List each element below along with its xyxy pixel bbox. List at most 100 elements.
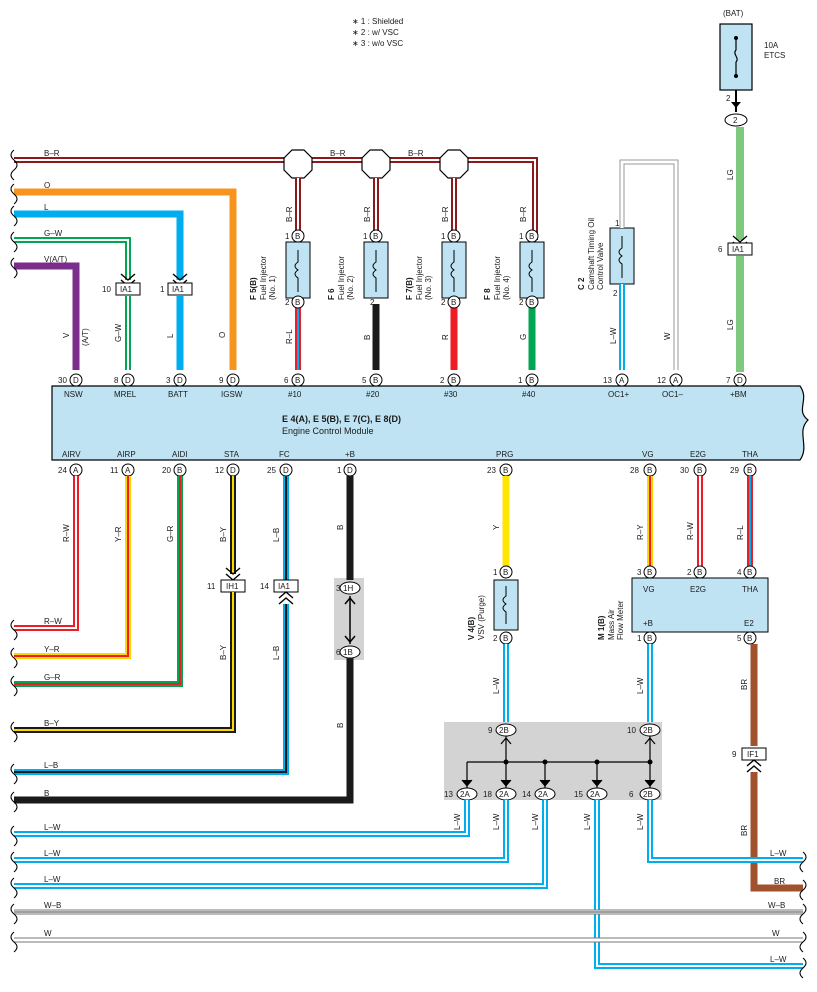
wire-label-lw: L–W <box>770 955 787 964</box>
pin-label: OC1+ <box>608 390 629 399</box>
c2-ref: C 2 <box>577 277 586 290</box>
wire-label-b: B <box>336 723 345 728</box>
pin-conn: B <box>647 634 652 643</box>
injector-1: F 5(B) Fuel Injector (No. 1) <box>249 241 311 300</box>
pin-conn: B <box>451 232 456 241</box>
pin-num: 13 <box>603 376 612 385</box>
injector-2: F 6 Fuel Injector (No. 2) <box>327 241 389 300</box>
pin-num: 4 <box>737 568 742 577</box>
pin-num: 30 <box>58 376 67 385</box>
2a-label: 2A <box>590 790 600 799</box>
pin-conn: B <box>529 376 534 385</box>
1b-label: 1B <box>343 648 353 657</box>
pin-conn: A <box>73 466 79 475</box>
wire-label-rl: R–L <box>285 329 294 344</box>
wire-label-by: B–Y <box>219 526 228 542</box>
pin-num: 1 <box>637 634 642 643</box>
injector-name: Fuel Injector <box>259 256 268 300</box>
pin-label: NSW <box>64 390 83 399</box>
2b-label: 2B <box>643 726 653 735</box>
injector-ref: F 5(B) <box>249 277 258 300</box>
pin-num: 1 <box>337 466 342 475</box>
wire-label-br: B–R <box>363 206 372 222</box>
coil-icon <box>618 236 623 278</box>
pin-label: AIDI <box>172 450 188 459</box>
wire-label-lw: L–W <box>44 849 61 858</box>
pin-conn: D <box>737 376 743 385</box>
pin-label: VG <box>642 450 654 459</box>
pin-label: THA <box>742 585 759 594</box>
wire-label-lw: L–W <box>583 813 592 830</box>
pin-label: +BM <box>730 390 747 399</box>
injector-name: Fuel Injector <box>415 256 424 300</box>
m1-name: Mass Air <box>607 609 616 640</box>
pin-num: 2 <box>285 298 290 307</box>
pin-label: #20 <box>366 390 380 399</box>
wire-label-wb: W–B <box>44 901 61 910</box>
wire-label-o: O <box>44 181 50 190</box>
ia1-label: IA1 <box>172 285 185 294</box>
wire-label-b: B <box>336 525 345 530</box>
wire-label-br: B–R <box>330 149 346 158</box>
m1-ref: M 1(B) <box>597 615 606 640</box>
wire-label-lw: L–W <box>636 813 645 830</box>
pin-num: 20 <box>162 466 171 475</box>
power-supply: (BAT) 10A ETCS 2 2 LG IA1 6 LG <box>718 9 785 372</box>
pin-num: 30 <box>680 466 689 475</box>
fuse-amp: 10A <box>764 41 779 50</box>
top-left-wires: B–R B–R B–R O O L L G–W G–W V(A/T) V (A/… <box>14 149 538 370</box>
injector-4: F 8 Fuel Injector (No. 4) <box>483 241 545 300</box>
fuse-pin: 2 <box>726 94 731 103</box>
note-vsc: ∗ 2 : w/ VSC <box>352 28 399 37</box>
2a-pin: 13 <box>444 790 453 799</box>
v4-ref: V 4(B) <box>467 617 476 640</box>
ecm-pin: +BD1 <box>337 450 357 477</box>
wire-label-br: BR <box>774 877 785 886</box>
pin-num: 3 <box>637 568 642 577</box>
wire-label-w: W <box>772 929 780 938</box>
note-no-vsc: ∗ 3 : w/o VSC <box>352 39 403 48</box>
wire-label-at: (A/T) <box>81 328 90 346</box>
wire-l <box>14 210 184 280</box>
pin-label: PRG <box>496 450 513 459</box>
pin-num: 12 <box>215 466 224 475</box>
wire-label-rw: R–W <box>686 522 695 540</box>
wire-label-lb: L–B <box>272 646 281 660</box>
wire-label-vat: V(A/T) <box>44 255 67 264</box>
connector-oval <box>724 113 748 127</box>
2a-pin: 14 <box>522 790 531 799</box>
pin-conn: B <box>451 376 456 385</box>
pin-num: 28 <box>630 466 639 475</box>
pin-num: 25 <box>267 466 276 475</box>
ih1-pin: 11 <box>207 582 216 591</box>
wire-label-br: B–R <box>519 206 528 222</box>
bottom-left-wires: R–W R–W Y–R Y–R G–R G–R B–Y IH1 11 B–Y B… <box>14 476 364 804</box>
bat-label: (BAT) <box>723 9 744 18</box>
fuse-terminal <box>734 36 738 40</box>
2a-pin: 15 <box>574 790 583 799</box>
shield-icon <box>361 149 391 179</box>
pin-num: 9 <box>219 376 224 385</box>
ih1-label: IH1 <box>226 582 239 591</box>
pin-num: 2 <box>493 634 498 643</box>
pin-conn: B <box>529 232 534 241</box>
bottom-wires: L–W L–W L–W L–W L–W L–W L–W L–W L–W L–W … <box>14 800 803 969</box>
wire-label-rw: R–W <box>44 617 62 626</box>
c2-name: Camshaft Timing Oil <box>587 218 596 290</box>
pin-conn: B <box>295 376 300 385</box>
injector-pins: B1 B2 B1 2 B1 B2 B1 B2 <box>285 229 539 309</box>
wire-label-by: B–Y <box>219 644 228 660</box>
wire-label-b: B <box>363 335 372 340</box>
wire-label-l: L <box>44 203 49 212</box>
ia1-connector <box>115 282 141 296</box>
fuse-name: ETCS <box>764 51 785 60</box>
notes: ∗ 1 : Shielded ∗ 2 : w/ VSC ∗ 3 : w/o VS… <box>352 17 403 48</box>
ia1-pin: 10 <box>102 285 111 294</box>
